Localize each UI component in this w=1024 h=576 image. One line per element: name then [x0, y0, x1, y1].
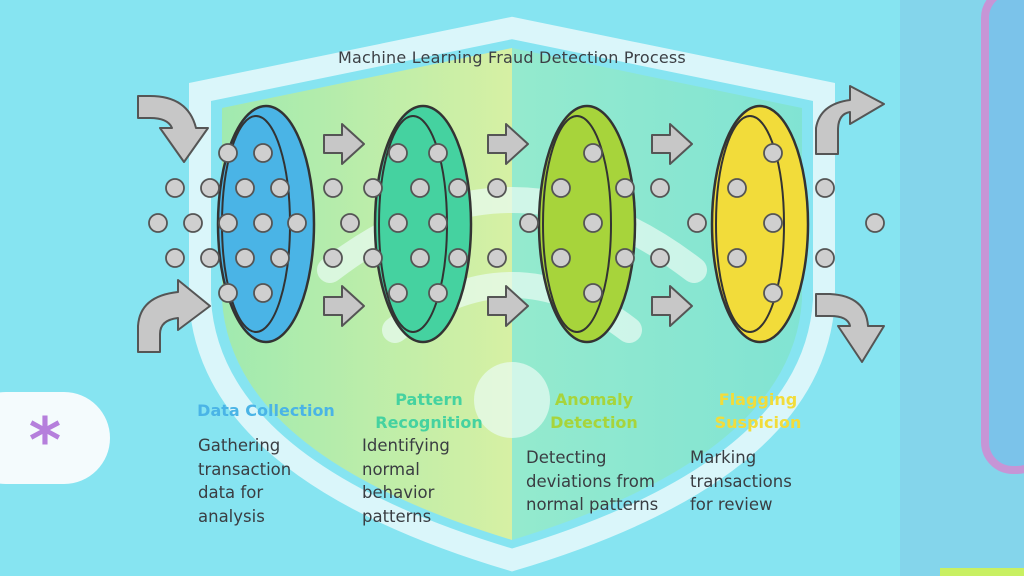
data-dot [148, 213, 168, 233]
data-dot [428, 283, 448, 303]
desc-line: transaction [198, 459, 292, 479]
curved-arrow-in-bottom-icon [137, 279, 211, 353]
ring-inner-anomaly-detection [542, 115, 612, 333]
data-dot [650, 248, 670, 268]
data-dot [687, 213, 707, 233]
curved-arrow-out-top-icon [815, 85, 885, 155]
desc-line: patterns [362, 506, 432, 526]
data-dot [218, 283, 238, 303]
data-dot [218, 143, 238, 163]
desc-line: normal patterns [526, 495, 659, 514]
data-dot [270, 248, 290, 268]
arrow-right-icon [487, 285, 529, 327]
data-dot [388, 213, 408, 233]
data-dot [615, 248, 635, 268]
desc-line: Marking [690, 448, 757, 467]
decorative-pill [0, 392, 110, 484]
data-dot [815, 178, 835, 198]
data-dot [388, 283, 408, 303]
data-dot [253, 283, 273, 303]
arrow-right-icon [651, 285, 693, 327]
data-dot [583, 213, 603, 233]
arrow-right-icon [323, 285, 365, 327]
data-dot [165, 248, 185, 268]
step-title-flagging-suspicion: Flagging Suspicion [714, 390, 802, 432]
desc-line: behavior [362, 483, 435, 502]
data-dot [727, 248, 747, 268]
step-desc-flagging-suspicion: Marking transactions for review [690, 446, 792, 517]
step-title-data-collection: Data Collection [197, 401, 335, 420]
data-dot [428, 213, 448, 233]
arrow-right-icon [323, 123, 365, 165]
data-dot [865, 213, 885, 233]
data-dot [487, 248, 507, 268]
data-dot [340, 213, 360, 233]
desc-line: normal [362, 459, 420, 479]
data-dot [363, 178, 383, 198]
data-dot [727, 178, 747, 198]
data-dot [448, 248, 468, 268]
desc-line: data for [198, 483, 264, 502]
arrow-right-icon [651, 123, 693, 165]
step-title-pattern-recognition: Pattern Recognition [375, 390, 483, 432]
data-dot [428, 143, 448, 163]
data-dot [323, 178, 343, 198]
desc-line: Detecting [526, 448, 607, 467]
data-dot [235, 178, 255, 198]
data-dot [448, 178, 468, 198]
step-desc-anomaly-detection: Detecting deviations from normal pattern… [526, 446, 658, 517]
data-dot [815, 248, 835, 268]
data-dot [363, 248, 383, 268]
diagram-title: Machine Learning Fraud Detection Process [338, 48, 686, 67]
data-dot [410, 248, 430, 268]
data-dot [388, 143, 408, 163]
data-dot [519, 213, 539, 233]
arrow-right-icon [487, 123, 529, 165]
asterisk-icon: * [28, 404, 62, 477]
data-dot [270, 178, 290, 198]
desc-line: for review [690, 495, 773, 514]
data-dot [583, 143, 603, 163]
curved-arrow-in-top-icon [137, 95, 209, 163]
desc-line: Gathering [198, 436, 281, 455]
curved-arrow-out-bottom-icon [815, 293, 885, 363]
shield-icon [189, 16, 835, 572]
data-dot [183, 213, 203, 233]
data-dot [165, 178, 185, 198]
data-dot [615, 178, 635, 198]
side-panel-decoration [981, 0, 1024, 474]
desc-line: Identifying [362, 436, 450, 455]
data-dot [200, 248, 220, 268]
desc-line: transactions [690, 471, 792, 491]
ring-inner-flagging-suspicion [715, 115, 785, 333]
ring-flagging-suspicion [710, 104, 810, 344]
step-desc-pattern-recognition: Identifying normal behavior patterns [362, 434, 450, 528]
data-dot [763, 283, 783, 303]
step-desc-data-collection: Gathering transaction data for analysis [198, 434, 291, 528]
data-dot [253, 143, 273, 163]
data-dot [410, 178, 430, 198]
data-dot [487, 178, 507, 198]
data-dot [650, 178, 670, 198]
data-dot [763, 143, 783, 163]
data-dot [551, 248, 571, 268]
data-dot [323, 248, 343, 268]
step-title-anomaly-detection: Anomaly Detection [550, 390, 638, 432]
desc-line: deviations from [526, 471, 655, 491]
data-dot [583, 283, 603, 303]
data-dot [235, 248, 255, 268]
data-dot [218, 213, 238, 233]
data-dot [253, 213, 273, 233]
data-dot [551, 178, 571, 198]
data-dot [200, 178, 220, 198]
data-dot [287, 213, 307, 233]
data-dot [763, 213, 783, 233]
desc-line: analysis [198, 506, 265, 526]
ring-pattern-recognition [373, 104, 473, 344]
